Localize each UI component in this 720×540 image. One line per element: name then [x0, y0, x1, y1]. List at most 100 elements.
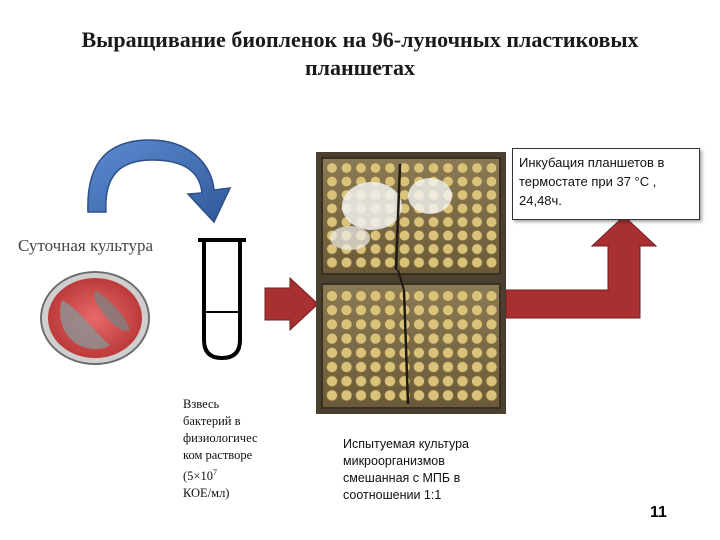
plate-well [471, 162, 483, 174]
plate-well [485, 256, 497, 268]
plate-well [485, 347, 498, 359]
plate-well [427, 290, 440, 302]
plate-well [471, 347, 483, 359]
plate-well [355, 361, 367, 373]
plate-well [355, 304, 367, 316]
plate-well [398, 230, 410, 242]
plate-well [485, 189, 497, 201]
plate-well [456, 203, 468, 215]
plate-well [442, 243, 454, 255]
plate-well [485, 203, 497, 215]
plate-well [442, 389, 454, 402]
plate-well [384, 162, 396, 174]
plate-well [326, 332, 338, 345]
plate-well [340, 332, 353, 345]
plate-well [471, 375, 483, 387]
plate-well [413, 290, 425, 302]
suspension-line: КОЕ/мл) [183, 486, 230, 501]
plate-well [413, 375, 425, 387]
curved-arrow-icon [87, 139, 232, 224]
plate-well [456, 189, 468, 201]
plate-well [355, 375, 367, 387]
plate-well [427, 304, 440, 316]
plate-well [427, 389, 440, 402]
plate-well [485, 243, 497, 255]
plate-well [384, 243, 396, 255]
plate-well [471, 304, 483, 316]
plate-well [413, 318, 425, 331]
plate-well [427, 318, 440, 331]
plate-well [456, 216, 468, 228]
plate-well [326, 347, 338, 359]
plate-well [340, 176, 352, 188]
plate-well [326, 203, 338, 215]
plate-well [326, 176, 338, 188]
plate-well [471, 389, 483, 402]
daily-culture-label: Суточная культура [18, 236, 154, 255]
concentration-exponent: 7 [212, 468, 217, 477]
slide-title: Выращивание биопленок на 96-луночных пла… [81, 27, 639, 80]
plate-well [326, 318, 338, 331]
plate-well [340, 304, 353, 316]
plate-well [384, 332, 396, 345]
plate-well [326, 256, 338, 268]
plate-well [326, 189, 338, 201]
plate-well [340, 347, 353, 359]
plate-well [355, 347, 367, 359]
plate-well [340, 389, 353, 402]
plate-well [471, 318, 483, 331]
plate-well [442, 375, 454, 387]
plate-well [471, 230, 483, 242]
plate-well [355, 389, 367, 402]
plate-well [355, 290, 367, 302]
plate-well [340, 361, 353, 373]
plates-photo [316, 152, 506, 414]
plate-well [442, 216, 454, 228]
plate-well [413, 389, 425, 402]
plate-well [471, 361, 483, 373]
plate-well [485, 375, 498, 387]
plate-well [427, 162, 439, 174]
suspension-line: ком растворе [183, 448, 253, 462]
plate-well [471, 203, 483, 215]
suspension-line: физиологичес [183, 431, 258, 445]
plate-well [369, 162, 381, 174]
plate-well [413, 162, 425, 174]
plate-well [413, 347, 425, 359]
plate-well [413, 230, 425, 242]
plate-well [355, 162, 367, 174]
plate-well [326, 162, 338, 174]
plate-well [471, 332, 483, 345]
plate-well [398, 243, 410, 255]
plate-well [384, 230, 396, 242]
plate-well [471, 243, 483, 255]
plate-well [442, 304, 454, 316]
plate-well [398, 256, 410, 268]
plate-well [326, 361, 338, 373]
plate-well [471, 216, 483, 228]
plate-well [442, 347, 454, 359]
plate-well [456, 318, 469, 331]
plate-well [384, 347, 396, 359]
plate-well [326, 304, 338, 316]
plate-well [369, 375, 382, 387]
plate-well [369, 318, 382, 331]
plate-well [340, 290, 353, 302]
plate-well [340, 162, 352, 174]
plate-well [326, 243, 338, 255]
plate-well [355, 332, 367, 345]
plate-well [369, 230, 381, 242]
plate-well [369, 290, 382, 302]
plate-well [384, 304, 396, 316]
plate-well [398, 216, 410, 228]
plate-well [398, 361, 411, 373]
plate-well [340, 318, 353, 331]
plate-well [413, 304, 425, 316]
plate-well [355, 318, 367, 331]
plate-well [485, 162, 497, 174]
plate-well [369, 304, 382, 316]
plate-well [369, 347, 382, 359]
plate-well [413, 243, 425, 255]
plate-well [384, 375, 396, 387]
suspension-caption: Взвесь бактерий в физиологичес ком раств… [183, 396, 293, 502]
